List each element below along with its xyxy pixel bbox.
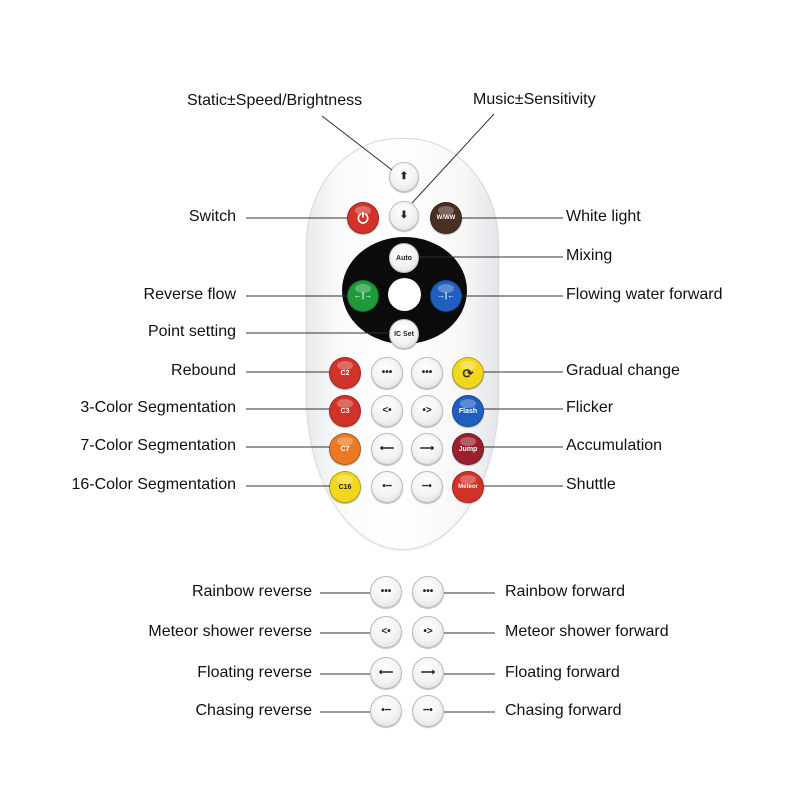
chasing-reverse-button[interactable]: •╌ [371,471,403,503]
reverse-flow-button[interactable]: ←|→ [347,280,379,312]
flash-button[interactable]: Flash [452,395,484,427]
rainbow-reverse-icon: ••• [381,367,393,378]
label-rebound: Rebound [171,362,236,379]
c2-label: C2 [340,369,350,377]
label-mixing: Mixing [566,247,613,264]
chasing-reverse-icon: •╌ [382,481,392,492]
down-arrow-button[interactable]: ⬇ [389,201,419,231]
label-chasing-reverse: Chasing reverse [195,702,313,719]
label-reverse-flow: Reverse flow [143,286,236,303]
label-rainbow-reverse: Rainbow reverse [191,583,312,600]
label-floating-forward: Floating forward [505,664,620,681]
legend-chasing-forward: ╌• [412,695,444,727]
meteor-forward-button[interactable]: •> [411,395,443,427]
meteor-reverse-icon: <• [382,405,392,416]
c7-button[interactable]: C7 [329,433,361,465]
meteor-reverse-button[interactable]: <• [371,395,403,427]
jump-label: Jump [458,445,478,453]
up-arrow-button[interactable]: ⬆ [389,162,419,192]
power-icon: ⏻ [357,210,369,226]
ic-set-button[interactable]: IC Set [389,319,419,349]
c2-button[interactable]: C2 [329,357,361,389]
floating-reverse-button[interactable]: ⟵ [371,433,403,465]
rainbow-forward-icon: ••• [421,367,433,378]
label-gradual: Gradual change [566,362,680,379]
label-accumulation: Accumulation [566,437,663,454]
c3-button[interactable]: C3 [329,395,361,427]
legend-floating-forward: ⟶ [412,657,444,689]
rainbow-forward-button[interactable]: ••• [411,357,443,389]
label-music: Music±Sensitivity [473,91,596,108]
label-seg3: 3-Color Segmentation [80,399,236,416]
label-chasing-forward: Chasing forward [505,702,622,719]
gradual-change-button[interactable]: ⟳ [452,357,484,389]
ww-label: W/WW [436,215,456,221]
legend-rainbow-forward: ••• [412,576,444,608]
power-button[interactable]: ⏻ [347,202,379,234]
label-white-light: White light [566,208,641,225]
meteor-reverse-icon: <• [381,626,391,637]
c16-label: C16 [338,483,352,491]
arrow-up-icon: ⬆ [399,171,409,182]
forward-flow-icon: →|← [436,291,456,300]
legend-meteor-forward: •> [412,616,444,648]
ic-set-label: IC Set [394,330,414,338]
flash-label: Flash [458,407,478,415]
label-static-speed: Static±Speed/Brightness [187,92,363,109]
flowing-forward-button[interactable]: →|← [430,280,462,312]
chasing-reverse-icon: •╌ [381,705,391,716]
c7-label: C7 [340,445,350,453]
rainbow-forward-icon: ••• [422,586,434,597]
auto-label: Auto [396,254,412,262]
rainbow-reverse-icon: ••• [380,586,392,597]
legend-floating-reverse: ⟵ [370,657,402,689]
rainbow-reverse-button[interactable]: ••• [371,357,403,389]
label-point-setting: Point setting [147,323,236,340]
reverse-flow-icon: ←|→ [353,291,373,300]
floating-reverse-icon: ⟵ [378,667,394,678]
label-seg16: 16-Color Segmentation [71,476,236,493]
label-flicker: Flicker [566,399,614,416]
meteor-button[interactable]: Meteor [452,471,484,503]
legend-rainbow-reverse: ••• [370,576,402,608]
floating-forward-button[interactable]: ⟶ [411,433,443,465]
meteor-forward-icon: •> [423,626,433,637]
floating-forward-icon: ⟶ [420,667,436,678]
floating-forward-icon: ⟶ [419,443,435,454]
cycle-icon: ⟳ [462,365,474,381]
label-seg7: 7-Color Segmentation [80,437,236,454]
jump-button[interactable]: Jump [452,433,484,465]
c16-button[interactable]: C16 [329,471,361,503]
label-floating-reverse: Floating reverse [197,664,312,681]
legend-meteor-reverse: <• [370,616,402,648]
chasing-forward-icon: ╌• [422,481,432,492]
chasing-forward-button[interactable]: ╌• [411,471,443,503]
label-flowing-forward: Flowing water forward [566,286,723,303]
mode-ring-center [388,278,421,311]
label-meteor-forward: Meteor shower forward [505,623,669,640]
label-rainbow-forward: Rainbow forward [505,583,626,600]
meteor-forward-icon: •> [422,405,432,416]
label-switch: Switch [188,208,236,225]
c3-label: C3 [340,407,350,415]
label-meteor-reverse: Meteor shower reverse [148,623,312,640]
auto-button[interactable]: Auto [389,243,419,273]
chasing-forward-icon: ╌• [423,705,433,716]
white-light-button[interactable]: W/WW [430,202,462,234]
floating-reverse-icon: ⟵ [379,443,395,454]
label-shuttle: Shuttle [566,476,616,493]
arrow-down-icon: ⬇ [399,210,409,221]
legend-chasing-reverse: •╌ [370,695,402,727]
meteor-label: Meteor [458,484,478,490]
